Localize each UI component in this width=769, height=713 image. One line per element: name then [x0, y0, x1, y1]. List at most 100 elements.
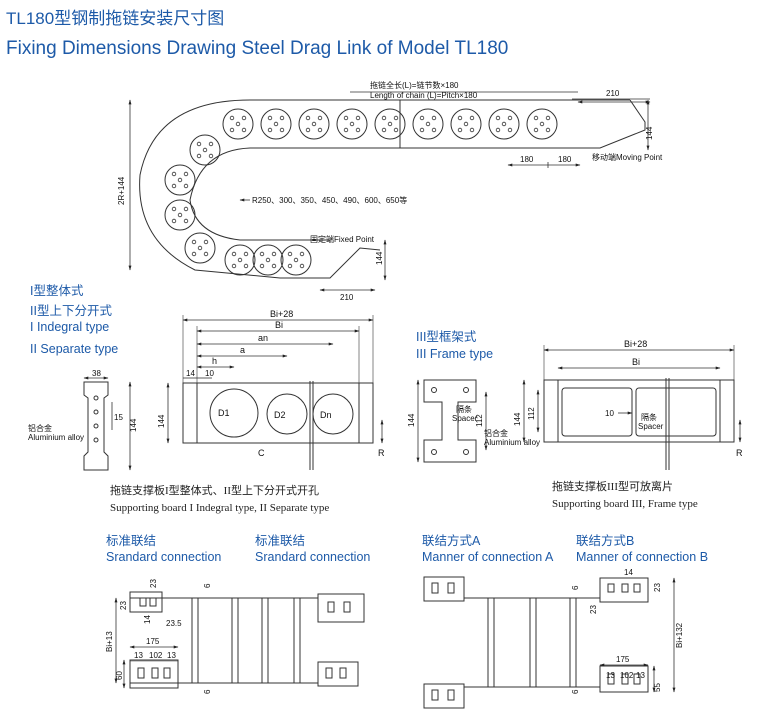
chain-link-hole	[545, 127, 551, 133]
conn-b-en: Manner of connection B	[576, 550, 709, 564]
chain-link-hole	[343, 115, 349, 121]
chain-link-hole	[183, 183, 189, 189]
chain-link-hole	[183, 218, 189, 224]
chain-link-hole	[431, 127, 437, 133]
chain-link-hole	[381, 115, 387, 121]
frame-dim-144b: 144	[513, 412, 522, 426]
hole-d2	[266, 393, 308, 435]
board-side-profile	[83, 381, 109, 471]
chain-link-hole	[419, 115, 425, 121]
chain-link-hole	[267, 115, 273, 121]
chain-link-hole	[507, 127, 513, 133]
chain-link-hole	[463, 121, 469, 127]
page-title-cn: TL180型钢制拖链安装尺寸图	[6, 9, 225, 28]
dim-bi: Bi	[275, 320, 283, 330]
conn-dim-23b: 23	[119, 601, 128, 610]
dim-15: 15	[114, 413, 123, 422]
chain-link-hole	[539, 121, 545, 127]
conn-a-en: Manner of connection A	[422, 550, 554, 564]
frame-spacer2-en: Spacer	[638, 422, 664, 431]
frame-front-body	[543, 379, 735, 443]
conn-dim-102: 102	[149, 651, 163, 660]
dim-180b: 180	[558, 155, 572, 164]
chain-length-en: Length of chain (L)=Pitch×180	[370, 91, 478, 100]
std2-en: Srandard connection	[255, 550, 371, 564]
conn-dim-55: 55	[653, 683, 662, 692]
conn-dim-14b: 14	[624, 568, 633, 577]
fixed-point-label: 固定端Fixed Point	[310, 234, 375, 244]
chain-link-plate	[260, 108, 292, 140]
chain-link-hole	[299, 251, 305, 257]
chain-link-hole	[265, 257, 271, 263]
conn-dim-23c: 23	[653, 583, 662, 592]
dim-144-front: 144	[157, 414, 166, 428]
std1-en: Srandard connection	[106, 550, 222, 564]
chain-link-hole	[183, 171, 189, 177]
chain-link-hole	[177, 177, 183, 183]
board-type-iii	[416, 345, 742, 470]
chain-link-plate	[164, 164, 196, 196]
dim-180a: 180	[520, 155, 534, 164]
chain-link-hole	[305, 115, 311, 121]
conn-dim-175b: 175	[616, 655, 630, 664]
chain-link-hole	[271, 263, 277, 269]
conn-dim-60: 60	[115, 671, 124, 680]
chain-link-hole	[469, 115, 475, 121]
type-i-en: I Indegral type	[30, 320, 110, 334]
dim-14: 14	[186, 369, 195, 378]
dim-144-top: 144	[645, 126, 654, 140]
chain-link-hole	[393, 127, 399, 133]
frame-spacer2-cn: 隔条	[641, 412, 657, 422]
conn-dim-13c: 13	[606, 671, 615, 680]
type-i-cn: I型整体式	[30, 284, 84, 298]
frame-spacer-cn: 隔条	[456, 404, 472, 414]
dim-144-bottom: 144	[375, 251, 384, 265]
chain-link-hole	[355, 115, 361, 121]
conn-dim-102b: 102	[620, 671, 634, 680]
chain-link-plate	[374, 108, 406, 140]
chain-link-hole	[317, 115, 323, 121]
chain-link-hole	[273, 121, 279, 127]
board-caption-en: Supporting board I Indegral type, II Sep…	[110, 502, 330, 514]
chain-length-cn: 拖链全长(L)=链节数×180	[370, 80, 459, 90]
chain-link-hole	[197, 245, 203, 251]
chain-links	[164, 108, 558, 276]
chain-link-hole	[229, 115, 235, 121]
chain-link-hole	[533, 127, 539, 133]
radius-label: R250、300、350、450、490、600、650等	[252, 195, 407, 205]
type-ii-en: II Separate type	[30, 342, 119, 356]
chain-link-plate	[189, 134, 221, 166]
dim-a: a	[240, 345, 245, 355]
chain-link-hole	[202, 147, 208, 153]
conn-dim-6b: 6	[203, 689, 212, 694]
conn-dim-23a: 23	[149, 579, 158, 588]
chain-link-hole	[495, 127, 501, 133]
chain-link-hole	[229, 127, 235, 133]
chain-link-hole	[355, 127, 361, 133]
chain-link-plate	[488, 108, 520, 140]
chain-dimensions	[128, 91, 651, 292]
std1-cn: 标准联结	[106, 534, 157, 548]
conn-dim-13a: 13	[134, 651, 143, 660]
chain-link-hole	[208, 153, 214, 159]
chain-inner-contour	[189, 99, 646, 241]
chain-link-hole	[259, 251, 265, 257]
chain-link-hole	[191, 239, 197, 245]
label-dn: Dn	[320, 410, 332, 420]
chain-link-hole	[203, 251, 209, 257]
chain-link-hole	[287, 251, 293, 257]
chain-link-hole	[419, 127, 425, 133]
chain-link-hole	[203, 239, 209, 245]
chain-link-hole	[259, 263, 265, 269]
chain-link-hole	[241, 115, 247, 121]
chain-link-hole	[191, 251, 197, 257]
frame-alloy-en: Aluminium alloy	[484, 438, 540, 447]
alloy-cn: 铝合金	[28, 423, 52, 433]
chain-link-hole	[501, 121, 507, 127]
chain-link-hole	[495, 115, 501, 121]
chain-link-hole	[279, 115, 285, 121]
frame-dim-10: 10	[605, 409, 614, 418]
dim-2r-144: 2R+144	[117, 176, 126, 205]
chain-link-hole	[343, 127, 349, 133]
dim-38: 38	[92, 369, 101, 378]
